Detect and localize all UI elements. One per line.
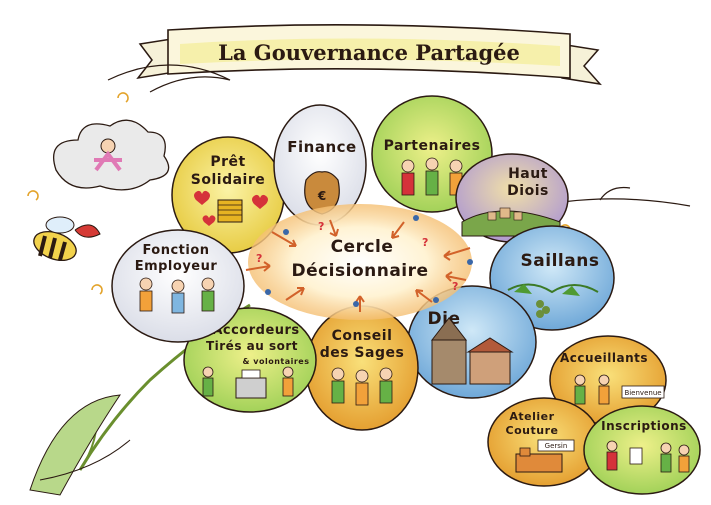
- petal-fonction-employeur: Fonction Employeur: [111, 229, 245, 343]
- group-inscriptions: Inscriptions: [583, 405, 701, 495]
- question-marks: ????: [256, 220, 458, 293]
- exchange-arrows: [245, 219, 471, 312]
- inscriptions-label: Inscriptions: [601, 419, 687, 433]
- meditation-cloud: [52, 119, 170, 191]
- greeters-icon: [574, 374, 610, 405]
- petal-accordeurs: Accordeurs Tirés au sort & volontaires: [183, 307, 317, 413]
- svg-text:?: ?: [422, 236, 428, 249]
- group-atelier-couture: Atelier Couture Gersin: [487, 397, 601, 487]
- pret-label-line1: Prêt: [210, 154, 245, 170]
- money-bag-icon: €: [304, 171, 340, 215]
- conseil-label-line2: des Sages: [320, 345, 405, 361]
- svg-text:?: ?: [256, 252, 262, 265]
- ballot-box-icon: [235, 369, 267, 399]
- voters-icon: [202, 366, 294, 397]
- elders-group-icon: [331, 367, 393, 406]
- gersin-sign: [537, 439, 575, 452]
- accordeurs-label-line3: & volontaires: [242, 357, 309, 366]
- atelier-label-line2: Couture: [506, 424, 559, 437]
- haut-diois-label-line2: Diois: [507, 183, 549, 199]
- conseil-label-line1: Conseil: [332, 328, 393, 344]
- gersin-sign-text: Gersin: [545, 442, 568, 450]
- center-label-line2: Décisionnaire: [291, 261, 428, 281]
- accordeurs-label-line2: Tirés au sort: [206, 339, 298, 353]
- accordeurs-label-line1: Accordeurs: [212, 323, 299, 338]
- title-banner: La Gouvernance Partagée: [136, 24, 602, 86]
- hearts-icon: [194, 190, 268, 226]
- finance-label: Finance: [287, 138, 356, 156]
- people-group-icon: [401, 157, 463, 196]
- petal-conseil-des-sages: Conseil des Sages: [305, 305, 419, 431]
- coins-icon: [217, 199, 243, 223]
- partenaires-label: Partenaires: [384, 138, 481, 154]
- group-accueillants: Accueillants Bienvenue: [549, 335, 667, 425]
- title-text: La Gouvernance Partagée: [218, 40, 520, 65]
- svg-text:?: ?: [452, 280, 458, 293]
- svg-text:€: €: [317, 189, 326, 203]
- leaf-decoration: [29, 394, 131, 496]
- saillans-label: Saillans: [521, 251, 600, 271]
- accueillants-label: Accueillants: [560, 351, 648, 365]
- vine-grapes-icon: [507, 283, 599, 318]
- employees-icon: [139, 277, 215, 314]
- petal-pret-solidaire: Prêt Solidaire: [171, 136, 285, 254]
- bienvenue-sign: [621, 385, 665, 399]
- pret-label-line2: Solidaire: [191, 172, 265, 188]
- people-connectors-icon: [265, 215, 473, 307]
- center-label-line1: Cercle: [331, 237, 394, 257]
- fonction-label-line1: Fonction: [142, 243, 209, 258]
- cathedral-icon: [430, 317, 514, 385]
- atelier-label-line1: Atelier: [509, 410, 554, 423]
- petal-die: Die: [407, 285, 537, 399]
- haut-diois-label-line1: Haut: [508, 166, 548, 182]
- sewing-machine-icon: [515, 447, 563, 473]
- bienvenue-sign-text: Bienvenue: [624, 389, 661, 397]
- meditating-person-icon: [94, 138, 122, 172]
- bee-icon: [33, 216, 101, 261]
- svg-text:?: ?: [318, 220, 324, 233]
- petal-saillans: Saillans: [489, 225, 615, 331]
- fonction-label-line2: Employeur: [135, 259, 218, 274]
- registration-people-icon: [606, 440, 690, 473]
- petal-finance: Finance €: [273, 104, 367, 226]
